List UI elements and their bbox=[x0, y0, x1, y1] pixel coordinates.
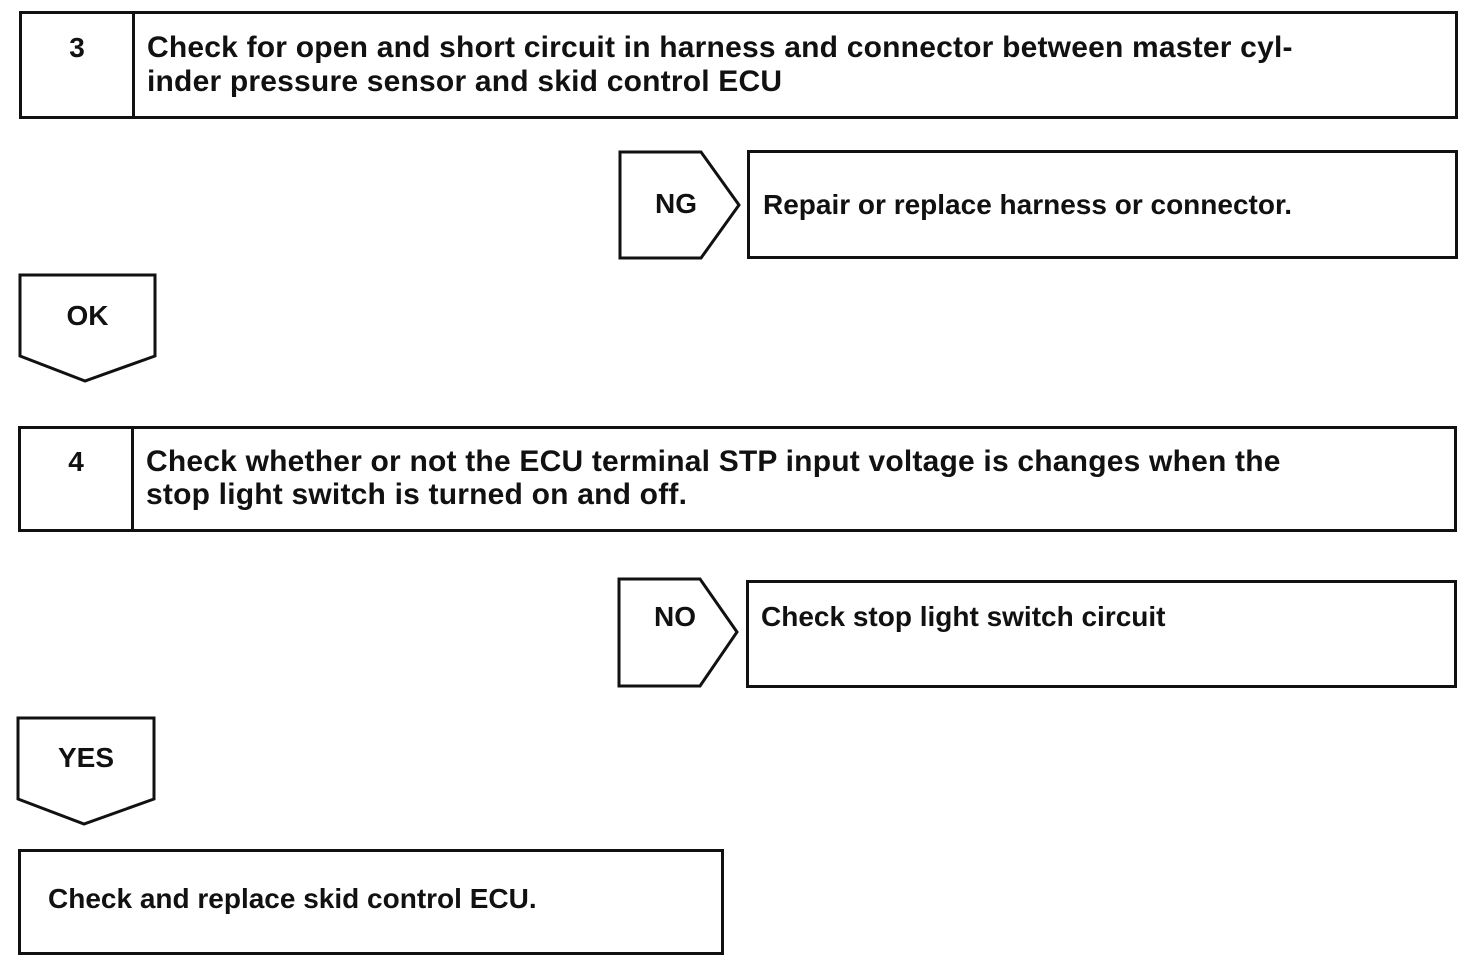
no-label: NO bbox=[654, 601, 696, 632]
step-4-box bbox=[18, 426, 1457, 532]
ng-result-box bbox=[747, 150, 1458, 259]
yes-label: YES bbox=[57, 742, 115, 773]
step-3-text-line-1: Check for open and short circuit in harn… bbox=[147, 31, 1293, 64]
ng-result-text: Repair or replace harness or connector. bbox=[763, 189, 1293, 220]
step-3-divider bbox=[132, 11, 135, 119]
final-text: Check and replace skid control ECU. bbox=[48, 883, 537, 914]
no-result-text: Check stop light switch circuit bbox=[761, 601, 1166, 632]
no-result-box bbox=[746, 580, 1457, 688]
step-3-number: 3 bbox=[69, 32, 85, 63]
step-4-text-line-1: Check whether or not the ECU terminal ST… bbox=[146, 445, 1281, 478]
ng-label: NG bbox=[655, 188, 697, 219]
step-3-box bbox=[19, 11, 1458, 119]
step-4-divider bbox=[131, 426, 134, 532]
final-box bbox=[18, 849, 724, 955]
step-3-text-line-2: inder pressure sensor and skid control E… bbox=[147, 65, 783, 98]
ok-label: OK bbox=[66, 300, 109, 331]
step-4-text-line-2: stop light switch is turned on and off. bbox=[146, 478, 688, 511]
step-4-number: 4 bbox=[68, 446, 84, 477]
